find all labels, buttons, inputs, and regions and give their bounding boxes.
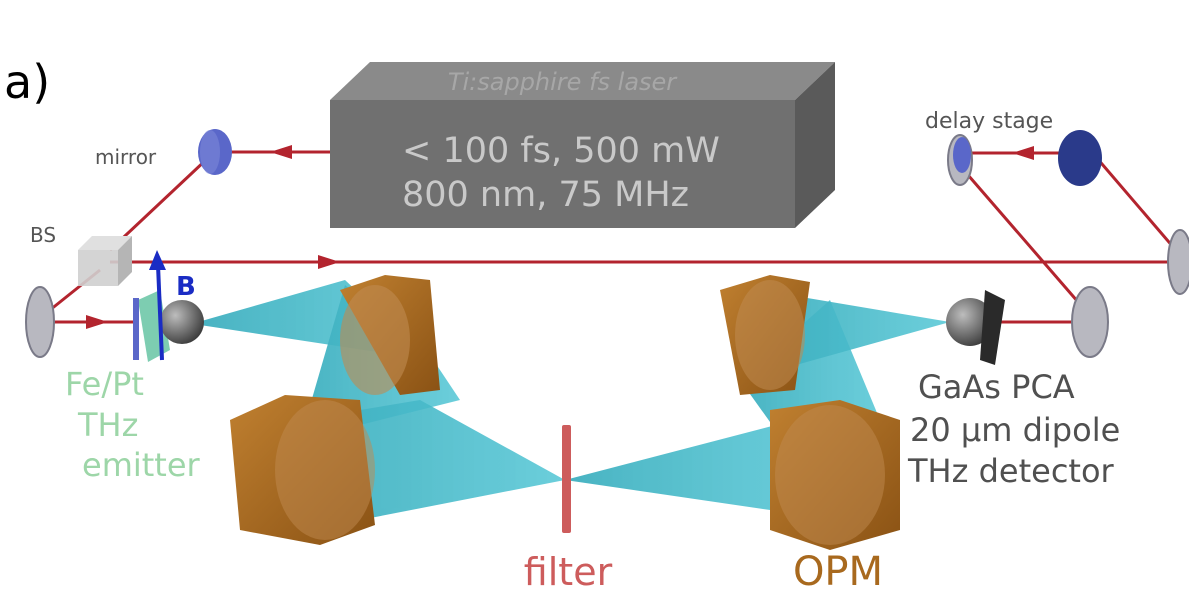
beam-arrows xyxy=(86,145,1034,329)
panel-label: a) xyxy=(4,55,50,109)
lens-icon xyxy=(160,300,204,344)
mirror-icon xyxy=(1167,229,1189,295)
field-label: B xyxy=(176,272,196,302)
laser-box xyxy=(330,62,835,228)
field-arrow-icon xyxy=(156,264,164,361)
emitter xyxy=(133,250,204,362)
emitter-label-line3: emitter xyxy=(82,446,201,484)
detector-label-line2: 20 µm dipole xyxy=(910,411,1120,449)
mirror-label: mirror xyxy=(95,145,157,169)
detector xyxy=(946,290,1005,365)
beam-splitter-icon xyxy=(78,236,132,286)
arrow-icon xyxy=(318,255,340,269)
arrow-icon xyxy=(86,315,108,329)
opm-label: OPM xyxy=(793,549,883,595)
beam-splitter-label: BS xyxy=(30,223,56,247)
labels: a) Ti:sapphire fs laser < 100 fs, 500 mW… xyxy=(4,55,1120,595)
emitter-label-line2: THz xyxy=(77,406,138,444)
filter xyxy=(562,425,571,533)
beam-delay-diag-right xyxy=(1088,149,1182,256)
mirror-icon xyxy=(25,286,55,358)
beam-mirror-to-bs xyxy=(108,156,210,252)
laser-spec-line1: < 100 fs, 500 mW xyxy=(402,131,720,171)
laser-spec-line2: 800 nm, 75 MHz xyxy=(402,175,689,215)
filter-label: filter xyxy=(524,550,613,594)
arrow-icon xyxy=(1012,146,1034,160)
mirror-icon xyxy=(1058,130,1102,186)
optics xyxy=(25,129,1189,358)
mirror-icon xyxy=(1071,286,1109,358)
detector-label-line3: THz detector xyxy=(907,452,1115,490)
beam-delay-diag-left xyxy=(953,159,1087,311)
detector-label-line1: GaAs PCA xyxy=(918,368,1075,406)
emitter-label-line1: Fe/Pt xyxy=(65,365,144,403)
laser-title: Ti:sapphire fs laser xyxy=(448,68,678,96)
arrow-icon xyxy=(270,145,292,159)
delay-stage-label: delay stage xyxy=(925,109,1053,134)
opm-mirrors xyxy=(230,275,900,550)
